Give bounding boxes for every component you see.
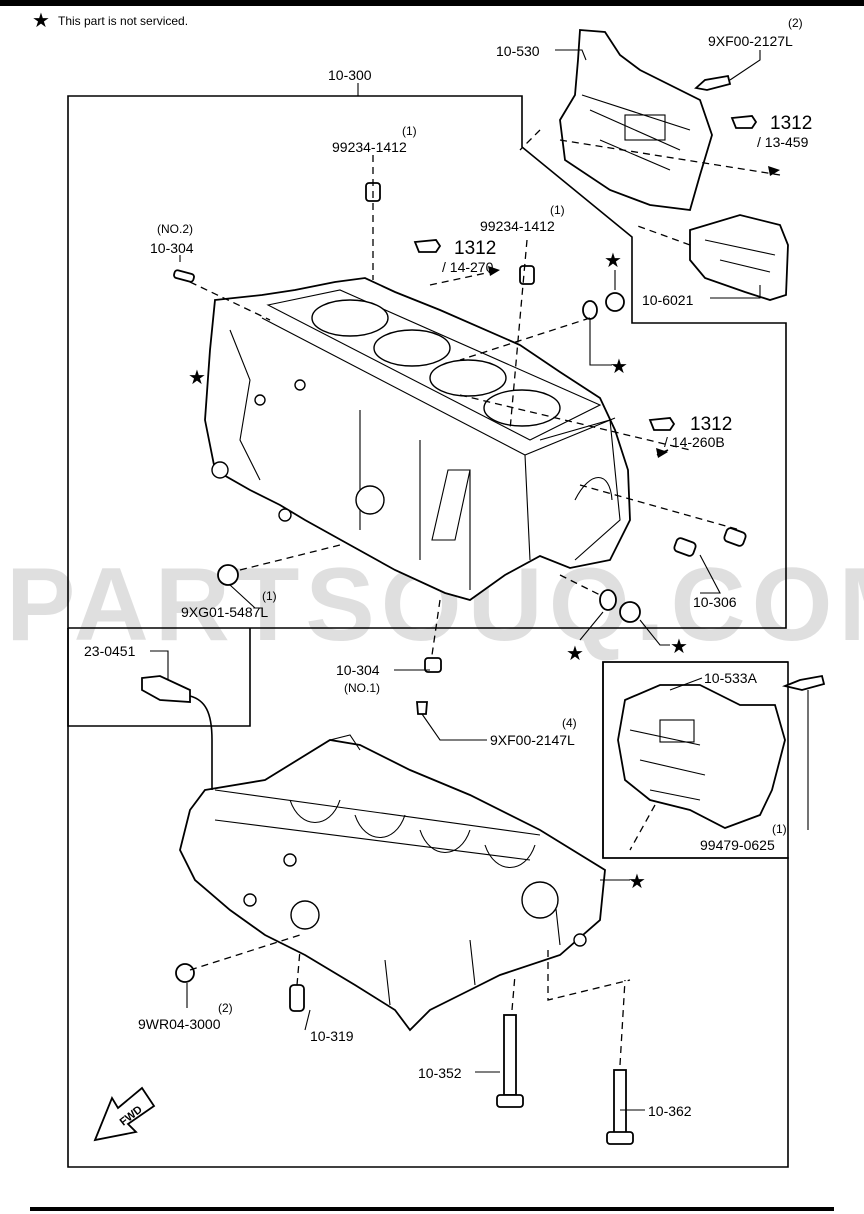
cover-10-533A bbox=[617, 684, 786, 829]
legend-star-icon: ★ bbox=[32, 10, 50, 32]
sensor-23-0451 bbox=[141, 675, 213, 790]
label-23-0451: 23-0451 bbox=[84, 643, 136, 659]
assembly-lines bbox=[189, 129, 781, 1066]
label-no2: (NO.2) bbox=[157, 222, 193, 236]
star-icon: ★ bbox=[604, 250, 622, 272]
label-99479-qty: (1) bbox=[772, 822, 787, 836]
ref-pointer-icon bbox=[413, 115, 758, 431]
label-10-6021: 10-6021 bbox=[642, 292, 694, 308]
label-9xg01-qty: (1) bbox=[262, 589, 277, 603]
ref-14-260b: / 14-260B bbox=[664, 434, 725, 450]
ref-14-270: / 14-270 bbox=[442, 259, 494, 275]
cylinder-block bbox=[204, 277, 631, 601]
star-icon: ★ bbox=[188, 367, 206, 389]
cover-10-530 bbox=[559, 29, 713, 211]
label-99234-1412-b: 99234-1412 bbox=[480, 218, 555, 234]
bottom-rule bbox=[30, 1207, 834, 1211]
label-9xf00-2147l: 9XF00-2147L bbox=[490, 732, 575, 748]
fwd-arrow-icon: FWD bbox=[93, 1086, 156, 1142]
label-99234-b-qty: (1) bbox=[550, 203, 565, 217]
label-10-533a: 10-533A bbox=[704, 670, 758, 686]
label-no1: (NO.1) bbox=[344, 681, 380, 695]
ref-1312-c: 1312 bbox=[690, 414, 732, 435]
arrow-14-270 bbox=[488, 266, 500, 276]
label-10-530: 10-530 bbox=[496, 43, 540, 59]
label-10-304-b: 10-304 bbox=[336, 662, 380, 678]
star-markers: ★ ★ ★ ★ ★ ★ bbox=[188, 250, 688, 893]
label-9wr04-qty: (2) bbox=[218, 1001, 233, 1015]
star-icon: ★ bbox=[566, 643, 584, 665]
label-99234-1412-a: 99234-1412 bbox=[332, 139, 407, 155]
arrow-13-459 bbox=[768, 166, 780, 176]
label-9xf00-2127l: 9XF00-2127L bbox=[708, 33, 793, 49]
label-9wr04-3000: 9WR04-3000 bbox=[138, 1016, 221, 1032]
frame-cylinder-block bbox=[67, 95, 787, 629]
label-99479-0625: 99479-0625 bbox=[700, 837, 775, 853]
arrow-14-260b bbox=[656, 448, 668, 458]
ref-13-459: / 13-459 bbox=[757, 134, 809, 150]
label-9xf00-2147-qty: (4) bbox=[562, 716, 577, 730]
star-icon: ★ bbox=[628, 871, 646, 893]
frame-cover-box bbox=[602, 661, 789, 859]
legend-note: This part is not serviced. bbox=[58, 14, 188, 28]
label-10-352: 10-352 bbox=[418, 1065, 462, 1081]
lower-block bbox=[179, 734, 606, 1032]
label-10-319: 10-319 bbox=[310, 1028, 354, 1044]
label-10-304-a: 10-304 bbox=[150, 240, 194, 256]
part-labels: 10-300 10-530 (2) 9XF00-2127L 1312 / 13-… bbox=[84, 16, 812, 1119]
top-rule bbox=[0, 0, 864, 6]
label-bolt-top-qty: (2) bbox=[788, 16, 803, 30]
frame-sensor bbox=[67, 628, 251, 727]
label-9xg01-5487l: 9XG01-5487L bbox=[181, 604, 268, 620]
star-icon: ★ bbox=[610, 356, 628, 378]
leader-lines bbox=[150, 49, 809, 1111]
ref-1312-a: 1312 bbox=[770, 113, 812, 134]
label-10-300: 10-300 bbox=[328, 67, 372, 83]
label-10-362: 10-362 bbox=[648, 1103, 692, 1119]
gasket-10-6021 bbox=[689, 214, 789, 301]
ref-1312-b: 1312 bbox=[454, 238, 496, 259]
star-icon: ★ bbox=[670, 636, 688, 658]
label-99234-a-qty: (1) bbox=[402, 124, 417, 138]
label-10-306: 10-306 bbox=[693, 594, 737, 610]
